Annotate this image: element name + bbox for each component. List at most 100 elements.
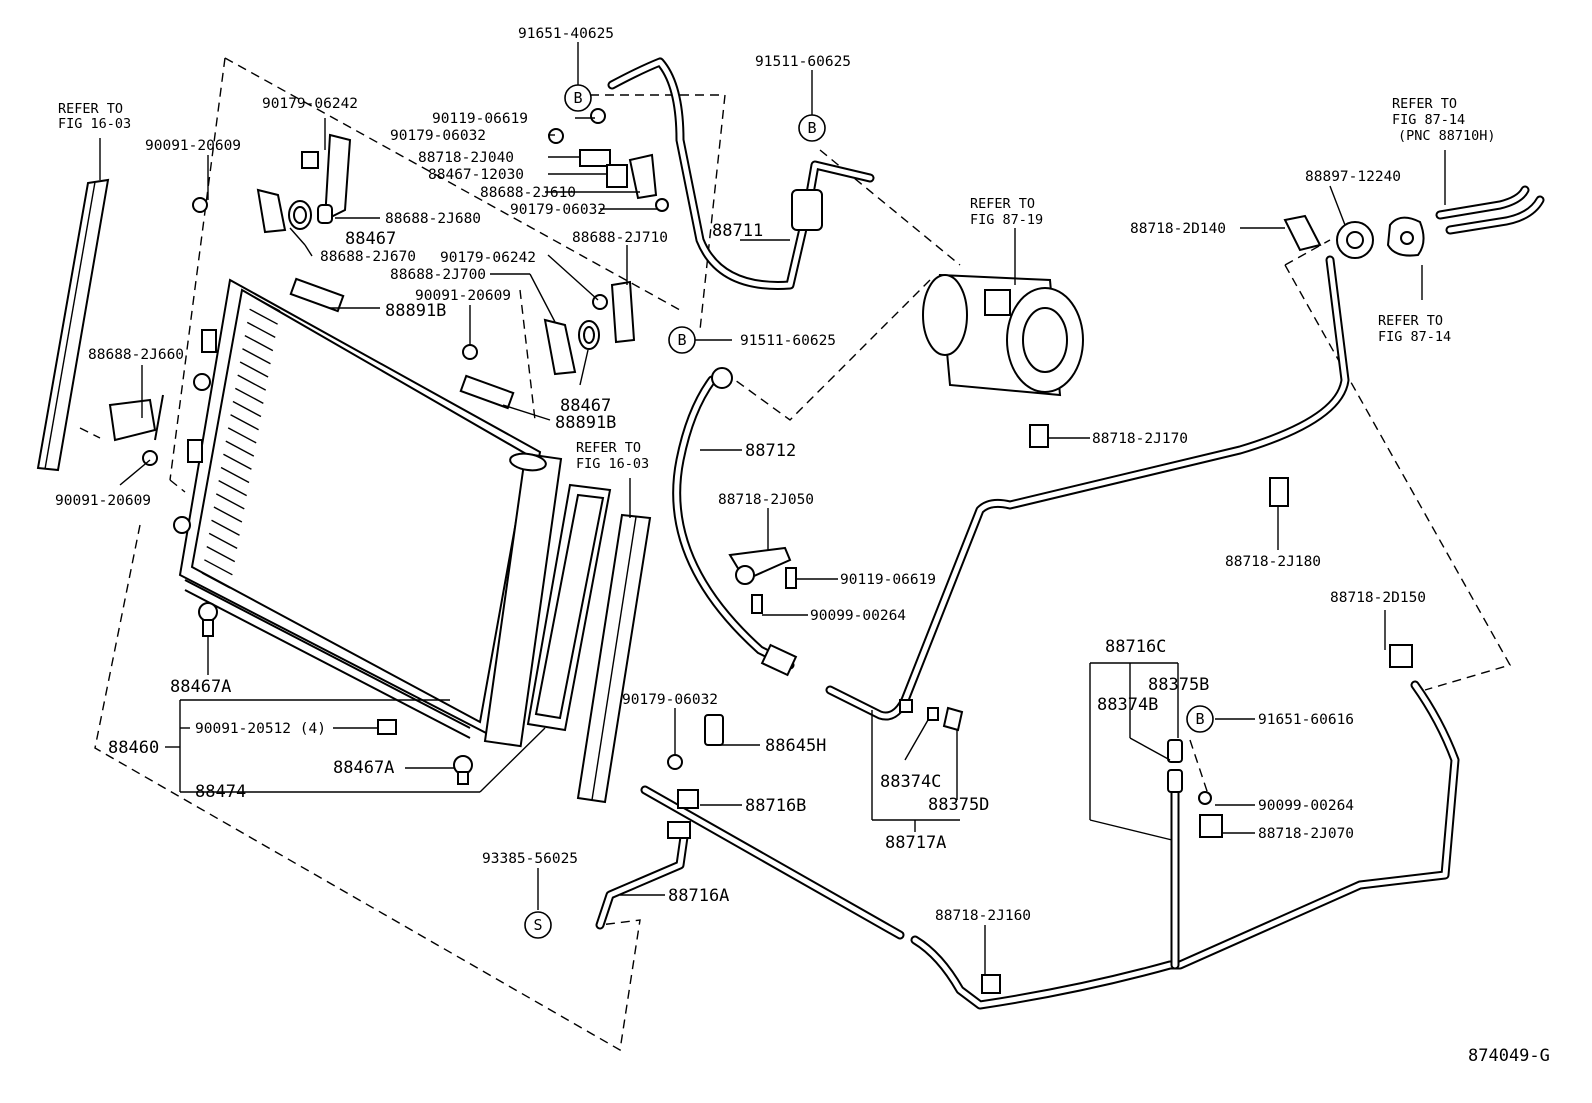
refrigerant-pipes	[595, 57, 1545, 1010]
right-hardware	[198, 214, 1425, 994]
label-88374B: 88374B	[1097, 695, 1158, 715]
compressor	[922, 273, 1084, 397]
marker-s-1	[524, 911, 552, 939]
condenser-fin	[244, 334, 274, 352]
label-88467-a: 88467	[345, 229, 396, 249]
label-88716A: 88716A	[668, 886, 729, 906]
ref-fig87-19-line1: REFER TO	[970, 196, 1035, 212]
label-88718-2J040: 88718-2J040	[418, 150, 514, 166]
marker-b-1	[564, 84, 592, 112]
label-91511-60625-top: 91511-60625	[755, 54, 851, 70]
label-88688-2J700: 88688-2J700	[390, 267, 486, 283]
condenser-fins	[201, 295, 281, 589]
label-88711: 88711	[712, 221, 763, 241]
marker-b-4	[1186, 705, 1214, 733]
label-88718-2J070: 88718-2J070	[1258, 826, 1354, 842]
label-90091-20609-b: 90091-20609	[415, 288, 511, 304]
label-88897-12240: 88897-12240	[1305, 169, 1401, 185]
label-88467A-a: 88467A	[170, 677, 231, 697]
label-90091-20609-a: 90091-20609	[145, 138, 241, 154]
marker-b-2-label: B	[807, 119, 816, 137]
marker-b-3	[668, 326, 696, 354]
condenser-fin	[201, 572, 231, 589]
label-88716B: 88716B	[745, 796, 806, 816]
label-90099-00264-a: 90099-00264	[810, 608, 906, 624]
middle-baffle-panels	[526, 483, 652, 804]
label-93385-56025: 93385-56025	[482, 851, 578, 867]
label-88467-b: 88467	[560, 396, 611, 416]
reference-notes: REFER TO FIG 16-03 REFER TO FIG 16-03 RE…	[58, 96, 1496, 472]
label-88712: 88712	[745, 441, 796, 461]
label-88718-2D150: 88718-2D150	[1330, 590, 1426, 606]
label-90099-00264-b: 90099-00264	[1258, 798, 1354, 814]
leader-lines	[99, 42, 1446, 975]
upper-hardware	[108, 108, 669, 466]
left-baffle-panel	[36, 178, 110, 472]
label-88688-2J680: 88688-2J680	[385, 211, 481, 227]
label-90179-06242-a: 90179-06242	[262, 96, 358, 112]
label-88375B: 88375B	[1148, 675, 1209, 695]
condenser-fin	[237, 374, 267, 391]
condenser-fin	[223, 453, 252, 470]
label-90179-06032-b: 90179-06032	[510, 202, 606, 218]
label-91511-60625-mid: 91511-60625	[740, 333, 836, 349]
marker-b-4-label: B	[1195, 710, 1204, 728]
label-88891B-a: 88891B	[385, 301, 446, 321]
condenser-fin	[204, 559, 233, 576]
condenser-fin	[251, 295, 281, 312]
condenser-fin	[230, 414, 259, 431]
label-90091-20512: 90091-20512 (4)	[195, 721, 326, 737]
condenser-fin	[220, 466, 250, 484]
condenser-fin	[239, 361, 269, 378]
ref-fig16-03-left-line1: REFER TO	[58, 101, 123, 117]
condenser-core	[173, 278, 563, 748]
condenser-fin	[215, 493, 245, 510]
callout-markers: B B B B S	[524, 84, 1214, 939]
label-88467A-b: 88467A	[333, 758, 394, 778]
part-labels: 91651-40625 91511-60625 90179-06242 9011…	[55, 26, 1550, 1066]
label-88374C: 88374C	[880, 772, 941, 792]
ref-fig16-03-mid-line2: FIG 16-03	[576, 456, 649, 472]
ref-fig16-03-mid-line1: REFER TO	[576, 440, 641, 456]
label-90179-06242-b: 90179-06242	[440, 250, 536, 266]
label-88718-2J180: 88718-2J180	[1225, 554, 1321, 570]
condenser-fin	[218, 480, 247, 497]
label-90119-06619-b: 90119-06619	[840, 572, 936, 588]
label-91651-40625: 91651-40625	[518, 26, 614, 42]
label-88718-2J170: 88718-2J170	[1092, 431, 1188, 447]
condenser-fin	[213, 506, 243, 523]
label-90119-06619-a: 90119-06619	[432, 111, 528, 127]
label-88467-12030: 88467-12030	[428, 167, 524, 183]
ref-fig87-14-top-line2: FIG 87-14	[1392, 112, 1465, 128]
foam-strips	[289, 277, 515, 410]
condenser-fin	[235, 387, 264, 404]
label-88375D: 88375D	[928, 795, 989, 815]
label-88688-2J710: 88688-2J710	[572, 230, 668, 246]
condenser-fin	[227, 427, 257, 444]
label-88891B-b: 88891B	[555, 413, 616, 433]
condenser-fin	[208, 532, 238, 550]
condenser-fin	[211, 519, 240, 536]
ref-fig87-14-top-line3: (PNC 88710H)	[1398, 128, 1496, 144]
ref-fig16-03-left-line2: FIG 16-03	[58, 116, 131, 132]
label-90179-06032-c: 90179-06032	[622, 692, 718, 708]
condenser-fin	[246, 321, 276, 338]
condenser-fin	[242, 348, 271, 365]
condenser-fin	[249, 308, 278, 325]
figure-id: 874049-G	[1468, 1046, 1550, 1066]
label-88688-2J660: 88688-2J660	[88, 347, 184, 363]
label-88718-2D140: 88718-2D140	[1130, 221, 1226, 237]
label-88716C: 88716C	[1105, 637, 1166, 657]
label-90179-06032-a: 90179-06032	[390, 128, 486, 144]
marker-b-1-label: B	[573, 89, 582, 107]
condenser-fin	[206, 546, 236, 563]
label-88688-2J670: 88688-2J670	[320, 249, 416, 265]
marker-b-2	[798, 114, 826, 142]
label-88718-2J160: 88718-2J160	[935, 908, 1031, 924]
ref-fig87-19-line2: FIG 87-19	[970, 212, 1043, 228]
label-88718-2J050: 88718-2J050	[718, 492, 814, 508]
label-88460: 88460	[108, 738, 159, 758]
label-88474: 88474	[195, 782, 246, 802]
label-88717A: 88717A	[885, 833, 946, 853]
